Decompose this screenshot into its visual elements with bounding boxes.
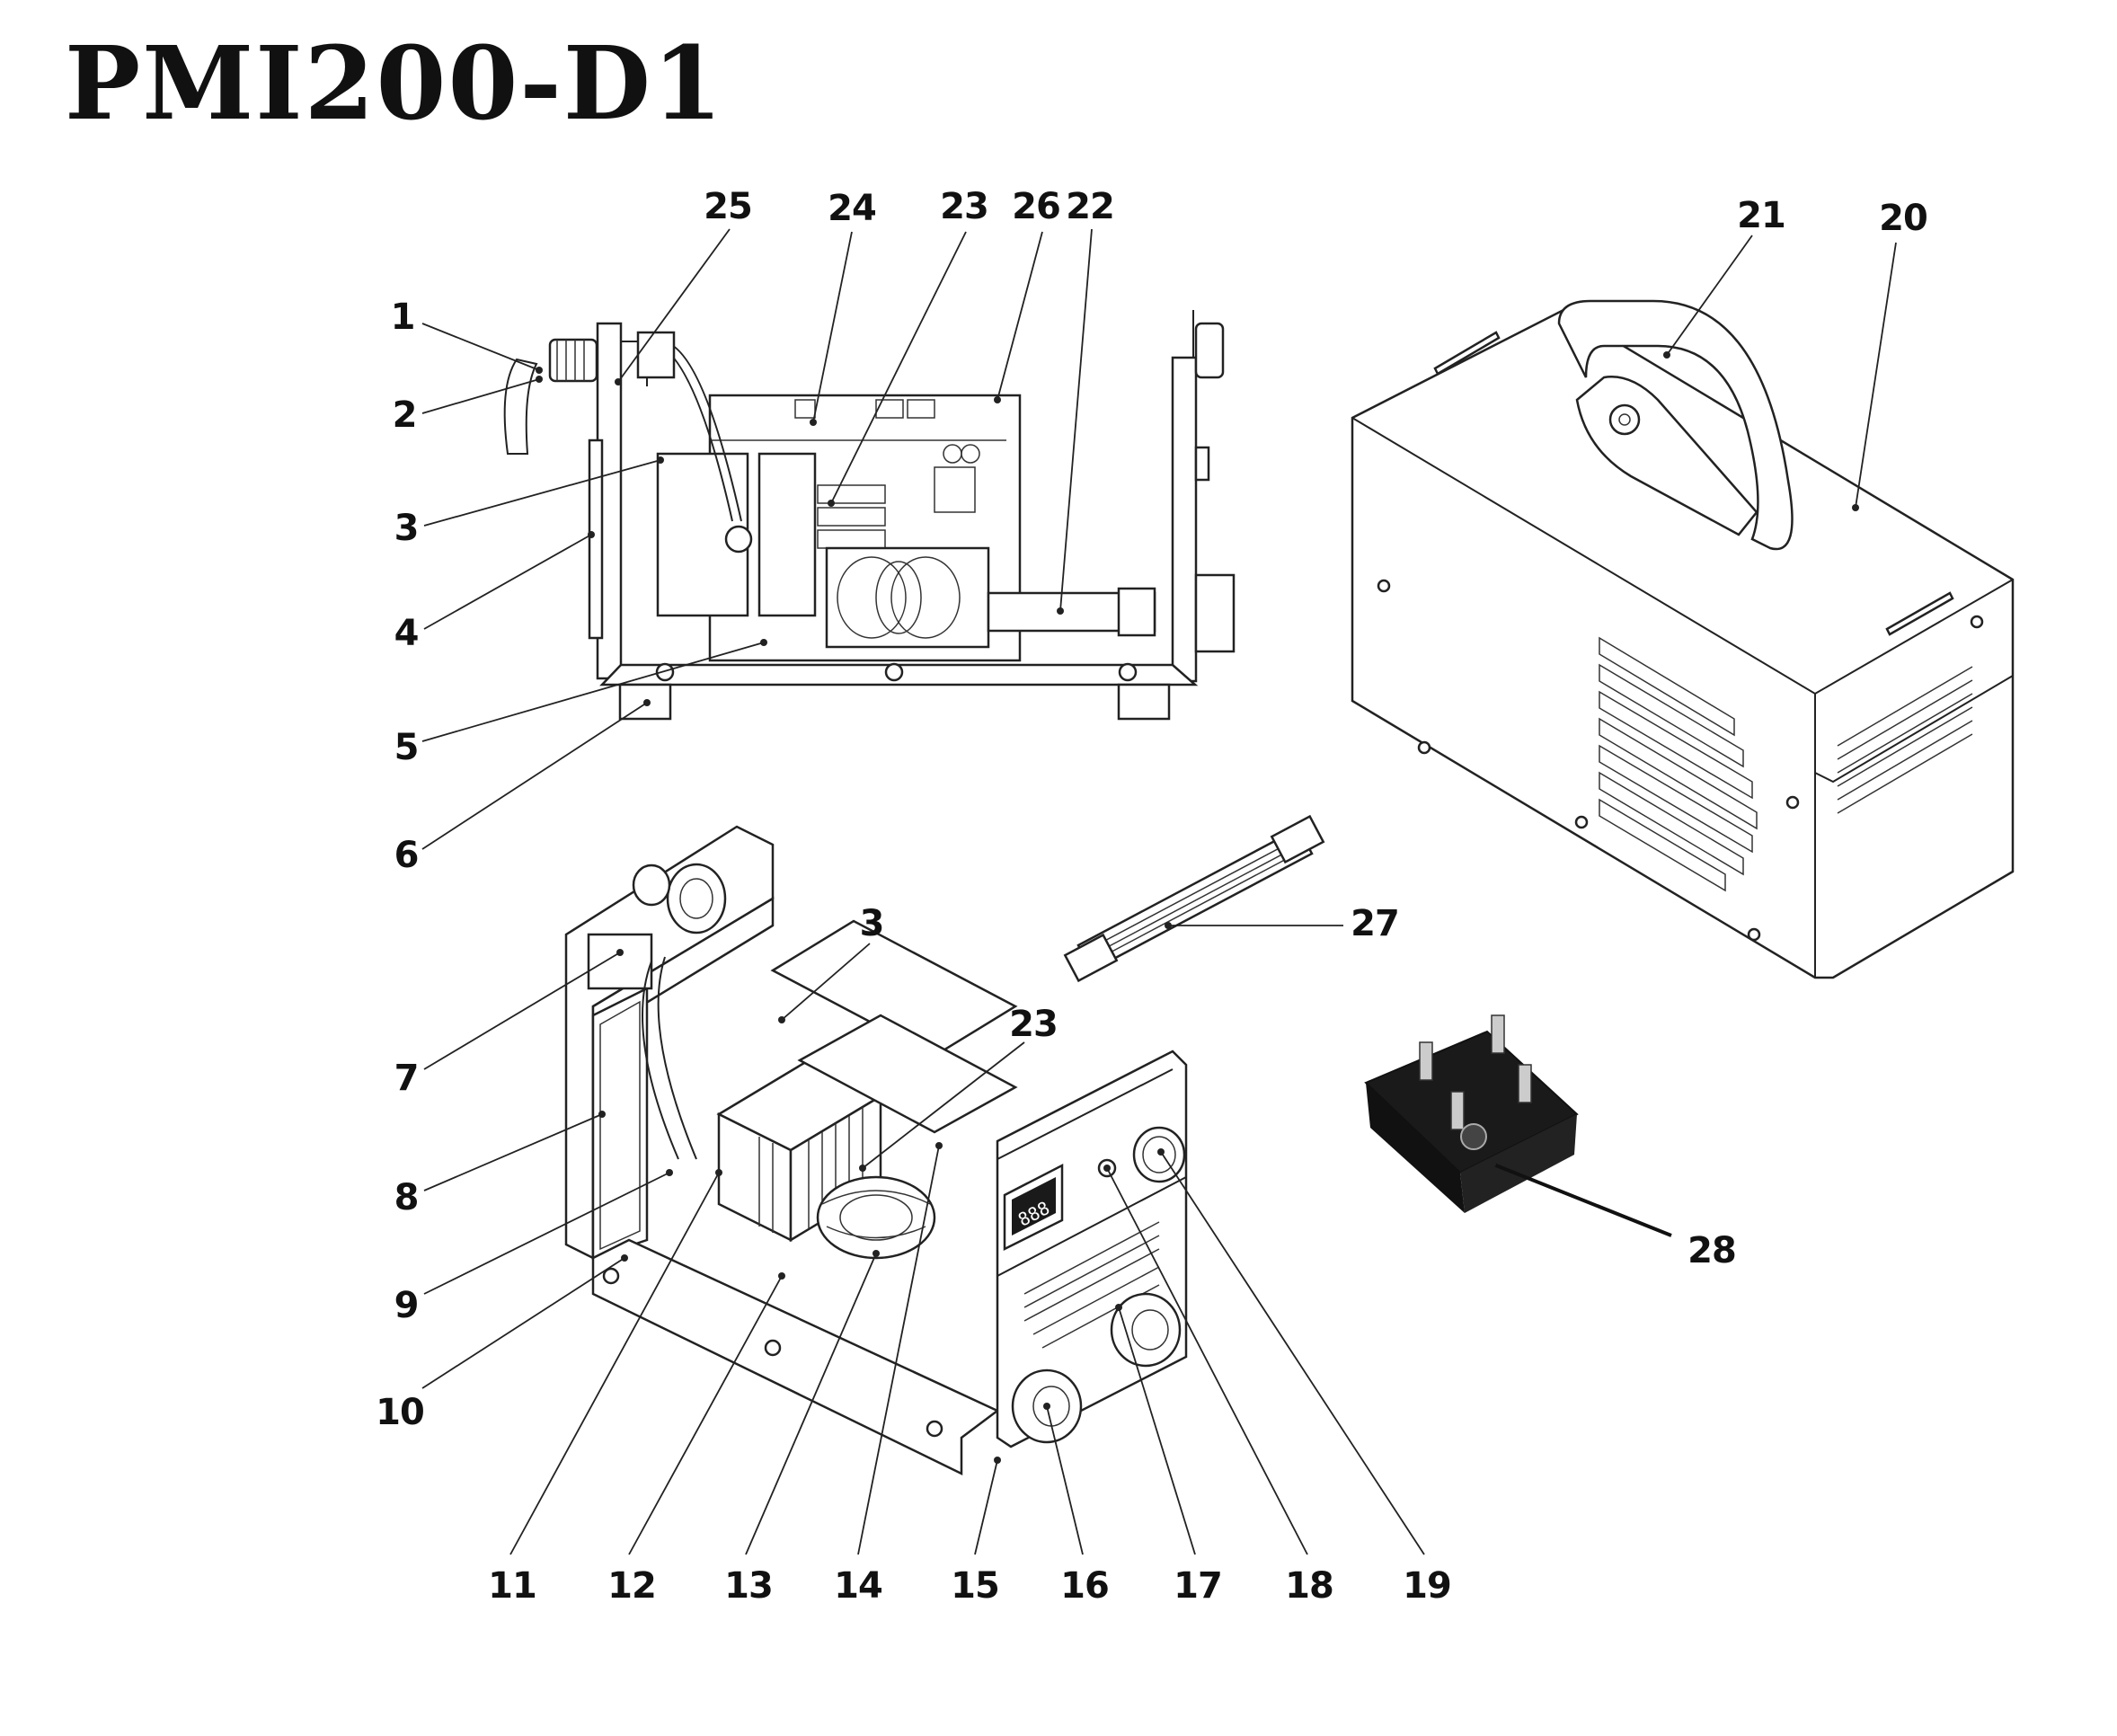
page-title: PMI200-D1 (65, 25, 724, 143)
front-panel (1171, 356, 1198, 683)
led-side (1194, 446, 1210, 482)
bridge-rectifier (1364, 1014, 1579, 1213)
iso-fan (591, 986, 649, 1260)
callout-17: 17 (1174, 1565, 1223, 1607)
iso-toroid (816, 1175, 936, 1260)
cover-body (1351, 308, 2015, 979)
callout-3-bottom: 3 (859, 903, 885, 944)
callout-18: 18 (1285, 1565, 1334, 1607)
cable-gland (548, 338, 598, 383)
callout-15: 15 (951, 1565, 1000, 1607)
callout-21: 21 (1737, 195, 1786, 236)
callout-23-top: 23 (940, 186, 989, 227)
callout-5: 5 (394, 727, 420, 768)
callout-27: 27 (1351, 903, 1400, 944)
iso-socket-right (1110, 1292, 1182, 1368)
callout-22: 22 (1066, 186, 1115, 227)
side-view-assembly (503, 310, 1236, 721)
callout-28: 28 (1687, 1230, 1737, 1271)
callout-8: 8 (394, 1177, 420, 1218)
iso-terminal (587, 933, 653, 990)
callout-1: 1 (390, 297, 416, 338)
callout-24: 24 (828, 188, 877, 229)
iso-base (591, 1238, 1000, 1476)
callout-3-top: 3 (394, 508, 420, 549)
cover-side-vents (1837, 666, 1973, 814)
callout-2: 2 (392, 394, 418, 436)
knob-side (1194, 322, 1225, 379)
callout-4: 4 (394, 613, 420, 654)
cover-handle (1557, 299, 1794, 551)
ribbon-cable (1063, 814, 1325, 983)
fan-side (588, 438, 604, 640)
callout-13: 13 (724, 1565, 774, 1607)
callout-10: 10 (376, 1392, 425, 1433)
callout-9: 9 (394, 1285, 420, 1326)
callout-11: 11 (488, 1565, 537, 1607)
callout-25: 25 (704, 186, 753, 227)
cover-front-louvres (1599, 636, 1758, 892)
output-socket-side (1194, 573, 1236, 653)
callout-26: 26 (1012, 186, 1061, 227)
callout-19: 19 (1403, 1565, 1452, 1607)
heatsink-right (757, 452, 817, 617)
callout-7: 7 (394, 1058, 420, 1099)
callout-16: 16 (1060, 1565, 1110, 1607)
foot-right (1117, 683, 1171, 721)
callout-23-bottom: 23 (1009, 1004, 1058, 1045)
iso-gland (666, 863, 727, 934)
callout-12: 12 (607, 1565, 657, 1607)
callout-6: 6 (394, 835, 420, 876)
callout-14: 14 (834, 1565, 883, 1607)
leader-lines (421, 228, 1897, 1555)
power-cable (503, 358, 538, 455)
terminal-block (636, 331, 676, 379)
housing-cover (1351, 299, 2015, 979)
iso-view-assembly: 888 (564, 825, 1188, 1476)
callout-20: 20 (1879, 198, 1928, 239)
